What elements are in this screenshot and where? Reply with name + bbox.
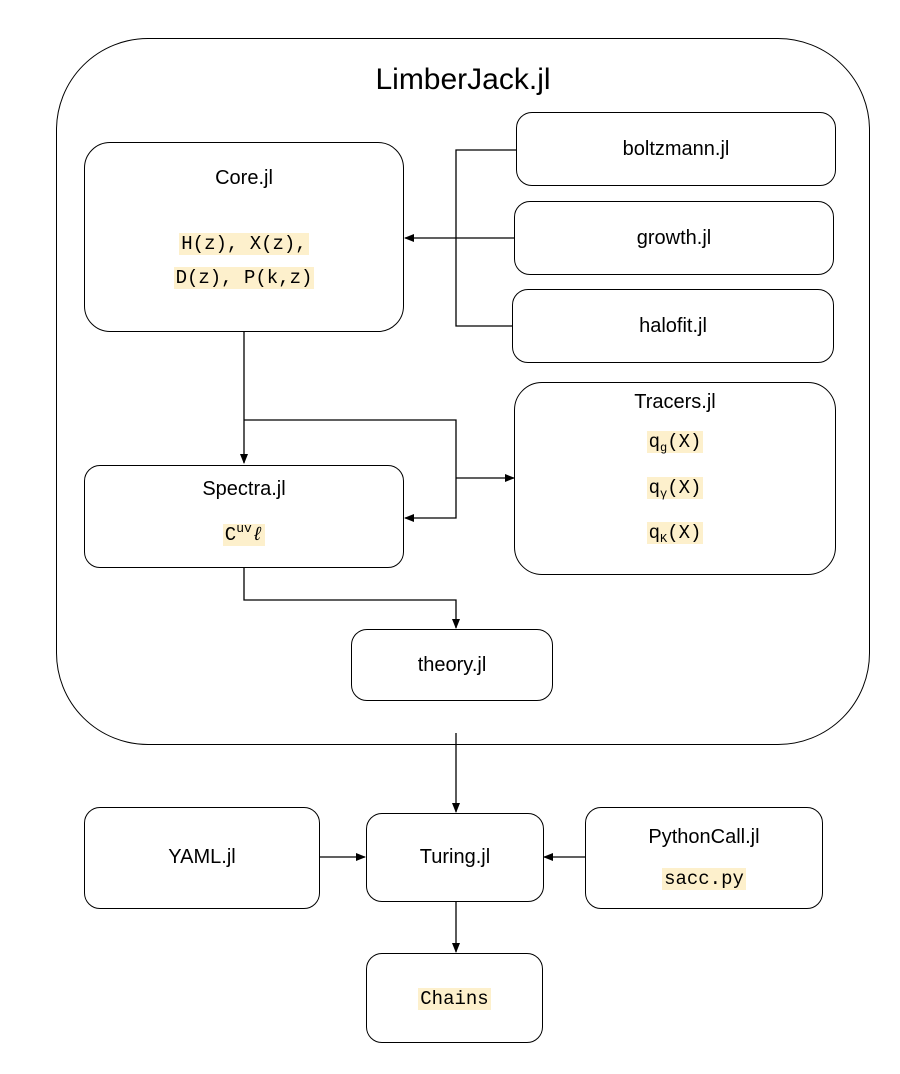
- boltzmann-box: boltzmann.jl: [516, 112, 836, 186]
- core-code-line-1: H(z), X(z),: [179, 233, 309, 255]
- halofit-box: halofit.jl: [512, 289, 834, 363]
- tracers-label: Tracers.jl: [634, 391, 716, 413]
- yaml-label: YAML.jl: [168, 846, 236, 868]
- spectra-label: Spectra.jl: [202, 478, 286, 500]
- core-box: Core.jl H(z), X(z), D(z), P(k,z): [84, 142, 404, 332]
- pythoncall-code: sacc.py: [662, 868, 746, 890]
- spectra-box: Spectra.jl Cuvℓ: [84, 465, 404, 568]
- growth-label: growth.jl: [636, 227, 712, 249]
- tracers-box: Tracers.jl qg(X) qγ(X) qK(X): [514, 382, 836, 575]
- limberjack-container: LimberJack.jl: [56, 38, 870, 745]
- chains-label: Chains: [418, 988, 491, 1010]
- boltzmann-label: boltzmann.jl: [622, 138, 730, 160]
- tracer-cmb-lensing: qK(X): [646, 522, 704, 546]
- spectra-cl: Cuvℓ: [222, 521, 266, 546]
- yaml-box: YAML.jl: [84, 807, 320, 909]
- growth-box: growth.jl: [514, 201, 834, 275]
- core-label: Core.jl: [215, 167, 273, 189]
- theory-box: theory.jl: [351, 629, 553, 701]
- pythoncall-box: PythonCall.jl sacc.py: [585, 807, 823, 909]
- halofit-label: halofit.jl: [639, 315, 707, 337]
- chains-box: Chains: [366, 953, 543, 1043]
- tracer-shear: qγ(X): [646, 477, 704, 501]
- turing-label: Turing.jl: [419, 846, 491, 868]
- pythoncall-label: PythonCall.jl: [648, 826, 760, 848]
- tracer-galaxy: qg(X): [646, 431, 704, 455]
- core-code-line-2: D(z), P(k,z): [173, 267, 315, 289]
- turing-box: Turing.jl: [366, 813, 544, 902]
- theory-label: theory.jl: [417, 654, 487, 676]
- limberjack-title: LimberJack.jl: [375, 63, 551, 96]
